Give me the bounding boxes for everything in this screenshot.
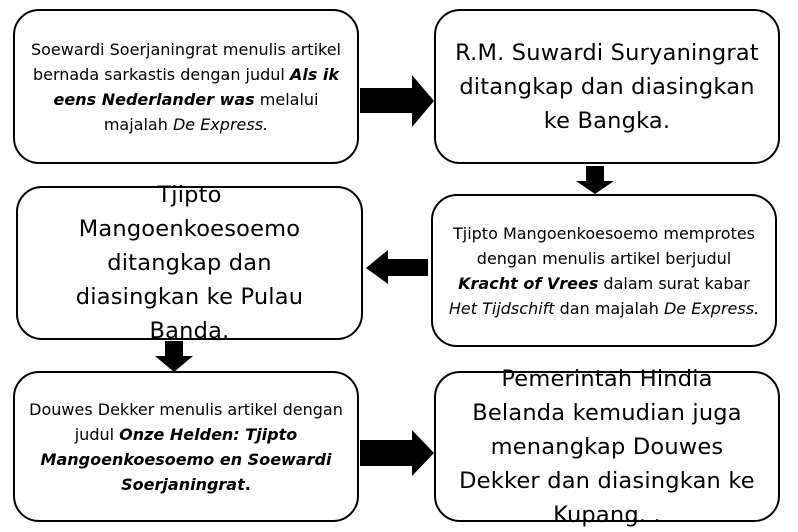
step-1-text-part: Soewardi Soerjaningrat menulis artikel b… [30,39,341,84]
step-box-6: Pemerintah Hindia Belanda kemudian juga … [434,366,780,528]
step-5-text: Douwes Dekker menulis artikel dengan jud… [29,397,343,497]
step-box-2: R.M. Suwardi Suryaningrat ditangkap dan … [434,9,780,164]
step-3-text-part: dan majalah [554,298,664,318]
step-6-text: Pemerintah Hindia Belanda kemudian juga … [459,365,755,528]
step-5-text-part: . [244,474,251,494]
step-4-text: Tjipto Mangoenkoesoemo ditangkap dan dia… [75,182,304,344]
step-3-text-part: dalam surat kabar [598,273,750,293]
arrow-right-5-to-6 [360,430,434,476]
step-5-article-title: Onze Helden: Tjipto Mangoenkoesoemo en S… [40,424,332,494]
step-5-text-part: Douwes Dekker menulis artikel dengan jud… [29,399,343,444]
arrow-left-3-to-4 [366,250,428,284]
step-2-text: R.M. Suwardi Suryaningrat ditangkap dan … [455,39,759,134]
arrow-down-2-to-3 [576,166,614,194]
step-3-newspaper: Het Tijdschift [448,298,555,318]
step-3-text: Tjipto Mangoenkoesoemo memprotes dengan … [447,221,761,321]
arrow-down-4-to-5 [155,341,193,372]
step-box-3: Tjipto Mangoenkoesoemo memprotes dengan … [431,194,777,347]
step-1-text: Soewardi Soerjaningrat menulis artikel b… [29,37,343,137]
step-1-publication: De Express. [172,114,269,134]
step-box-4: Tjipto Mangoenkoesoemo ditangkap dan dia… [16,182,363,344]
step-3-article-title: Kracht of Vrees [458,273,599,293]
step-1-text-part: melalui majalah [103,89,319,134]
step-3-text-part: Tjipto Mangoenkoesoemo memprotes dengan … [452,223,756,268]
step-3-publication: De Express. [663,298,760,318]
step-box-5: Douwes Dekker menulis artikel dengan jud… [13,371,359,522]
step-box-1: Soewardi Soerjaningrat menulis artikel b… [13,9,359,164]
step-1-article-title: Als ik eens Nederlander was [53,64,340,109]
arrow-right-1-to-2 [360,75,434,127]
